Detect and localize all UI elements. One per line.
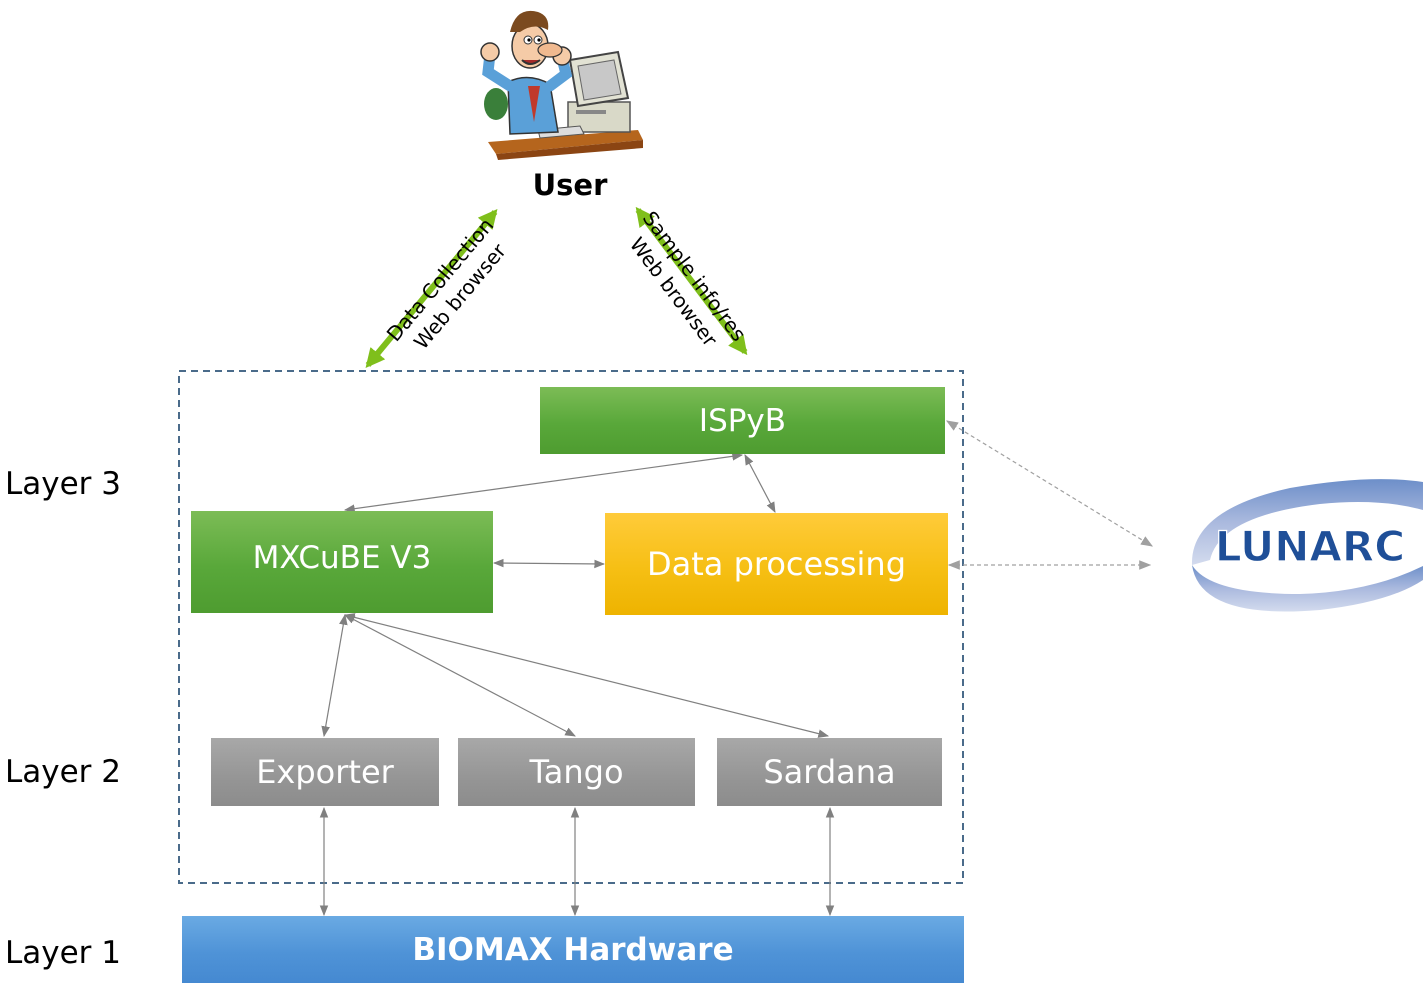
biomax-hardware-box: BIOMAX Hardware (182, 916, 964, 983)
data-collection-arrow (365, 209, 498, 368)
sample-info-arrow (635, 206, 748, 356)
mxcube-tango-arrow (344, 614, 576, 737)
data-processing-box: Data processing (605, 513, 948, 615)
exporter-box: Exporter (211, 738, 439, 806)
user-at-computer-icon (480, 10, 643, 160)
sardana-box: Sardana (717, 738, 942, 806)
ispyb-mxcube-arrow (343, 452, 744, 513)
ispyb-lunarc-arrow (945, 420, 1154, 547)
layer-3-label: Layer 3 (5, 466, 122, 502)
layer-1-label: Layer 1 (5, 935, 122, 971)
layer-2-label: Layer 2 (5, 754, 122, 790)
mxcube-sardana-arrow (343, 613, 830, 738)
mxcube-exporter-arrow (321, 613, 348, 738)
ispyb-processing-arrow (744, 454, 776, 513)
mxcube-box: MXCuBE V3 (191, 511, 493, 613)
ispyb-box: ISPyB (540, 387, 945, 454)
lunarc-logo: LUNARC (1191, 479, 1423, 612)
svg-text:LUNARC: LUNARC (1215, 522, 1405, 571)
user-label: User (532, 168, 608, 202)
mxcube-processing-arrow (492, 558, 606, 569)
tango-box: Tango (458, 738, 695, 806)
